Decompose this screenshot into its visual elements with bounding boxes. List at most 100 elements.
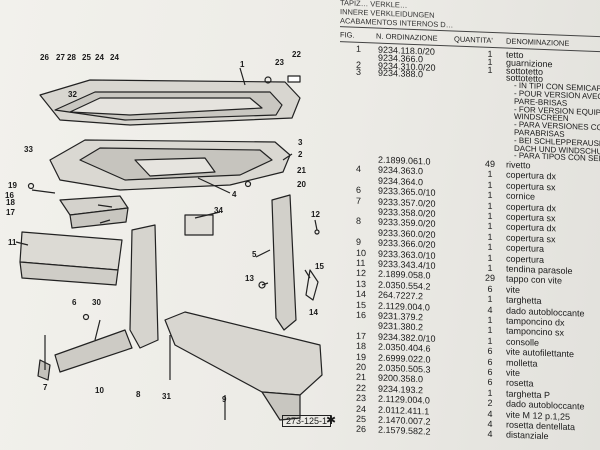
- row-quantity: 1: [487, 221, 493, 232]
- callout-label: 6: [72, 298, 77, 307]
- row-quantity: 49: [484, 158, 495, 170]
- row-quantity: 1: [487, 231, 493, 242]
- row-fig: 7: [356, 195, 362, 206]
- row-quantity: 6: [487, 346, 493, 357]
- row-quantity: 1: [487, 335, 493, 346]
- callout-label: 4: [232, 190, 237, 199]
- row-fig: 15: [356, 299, 367, 310]
- row-fig: 23: [356, 392, 367, 404]
- column-header-quantity: QUANTITA': [454, 34, 493, 46]
- row-quantity: [482, 142, 498, 143]
- callout-label: 23: [275, 58, 284, 67]
- row-quantity: 1: [487, 190, 493, 201]
- callout-label: 24: [95, 53, 104, 62]
- row-fig: 10: [356, 247, 367, 258]
- row-quantity: [482, 72, 498, 73]
- row-description: consolle: [506, 336, 540, 348]
- callout-label: 15: [315, 262, 324, 271]
- column-header-order: N. ORDINAZIONE: [376, 31, 438, 43]
- row-quantity: 1: [487, 252, 493, 263]
- row-quantity: 6: [487, 377, 493, 388]
- row-quantity: 6: [487, 356, 493, 367]
- row-quantity: 1: [487, 294, 493, 305]
- callout-label: 31: [162, 392, 171, 401]
- callout-label: 7: [43, 383, 48, 392]
- callout-label: 1: [240, 60, 245, 69]
- row-quantity: 1: [487, 242, 493, 253]
- callout-label: 20: [297, 180, 306, 189]
- row-fig: 11: [356, 257, 366, 269]
- row-quantity: [482, 111, 498, 112]
- callout-label: 25: [82, 53, 91, 62]
- row-quantity: 4: [487, 408, 493, 419]
- callout-label: 10: [95, 386, 104, 395]
- row-fig: 19: [356, 351, 367, 362]
- row-quantity: [482, 80, 498, 81]
- callout-label: 2: [298, 150, 303, 159]
- row-quantity: 4: [487, 429, 493, 440]
- row-description: rivetto: [506, 159, 531, 171]
- row-fig: 25: [356, 413, 367, 425]
- callout-label: 17: [6, 208, 15, 217]
- callout-label: 8: [136, 390, 141, 399]
- row-quantity: 1: [487, 200, 493, 211]
- callout-label: 16: [5, 191, 14, 200]
- row-quantity: 29: [484, 273, 495, 284]
- column-header-description: DENOMINAZIONE: [506, 36, 570, 48]
- callout-label: 22: [292, 50, 301, 59]
- row-quantity: 1: [487, 325, 493, 336]
- row-fig: 26: [356, 424, 367, 435]
- callout-label: 9: [222, 395, 227, 404]
- row-quantity: [482, 134, 498, 135]
- callout-label: 18: [6, 198, 15, 207]
- callout-label: 32: [68, 90, 77, 99]
- row-description: rosetta: [506, 377, 534, 389]
- row-quantity: 4: [487, 418, 493, 430]
- row-quantity: [482, 150, 498, 151]
- row-order-number: 2.1579.582.2: [378, 425, 431, 438]
- callout-label: 26: [40, 53, 49, 62]
- diagram-reference-code: 273-125-1: [282, 415, 332, 427]
- row-quantity: [482, 119, 498, 120]
- row-fig: 6: [356, 184, 362, 196]
- row-quantity: 6: [487, 283, 493, 294]
- callout-label: 34: [214, 206, 223, 215]
- row-quantity: 1: [487, 169, 493, 180]
- row-quantity: 2: [487, 398, 493, 409]
- row-fig: 18: [356, 340, 367, 352]
- row-fig: 8: [356, 216, 362, 227]
- row-fig: 13: [356, 278, 367, 289]
- parts-list: TAPIZ… VERKLE… INNERE VERKLEIDUNGEN ACAB…: [336, 0, 600, 450]
- callout-label: 24: [110, 53, 119, 62]
- row-quantity: [482, 127, 498, 128]
- row-fig: 16: [356, 309, 367, 321]
- callout-label: 11: [8, 238, 17, 247]
- row-description: cornice: [506, 190, 536, 202]
- row-quantity: 1: [487, 387, 493, 398]
- callout-label: 30: [92, 298, 101, 307]
- row-description: molletta: [506, 357, 538, 369]
- row-quantity: [482, 95, 498, 96]
- row-description: distanziale: [506, 429, 549, 442]
- diagram-drawing: [15, 67, 323, 421]
- callout-label: 27: [56, 53, 65, 62]
- callout-label: 3: [298, 138, 303, 147]
- exploded-parts-diagram: 26 27 28 25 24 24 22 23 1 32 33 3 2 4 21…: [5, 50, 337, 427]
- column-header-fig: FIG.: [340, 30, 355, 40]
- callout-label: 19: [8, 181, 17, 190]
- callout-label: 5: [252, 250, 257, 259]
- row-quantity: 1: [487, 179, 493, 190]
- row-fig: 22: [356, 382, 367, 393]
- row-description: vite: [506, 367, 521, 379]
- callout-label: 33: [24, 145, 33, 154]
- row-fig: 20: [356, 361, 367, 373]
- row-quantity: 6: [487, 366, 493, 378]
- callout-label: 13: [245, 274, 254, 283]
- diagram-reference-mark: ✱: [326, 413, 337, 427]
- row-fig: 12: [356, 268, 367, 279]
- row-fig: 21: [356, 372, 367, 383]
- callout-label: 28: [67, 53, 76, 62]
- callout-label: 21: [297, 166, 306, 175]
- callout-label: 14: [309, 308, 318, 317]
